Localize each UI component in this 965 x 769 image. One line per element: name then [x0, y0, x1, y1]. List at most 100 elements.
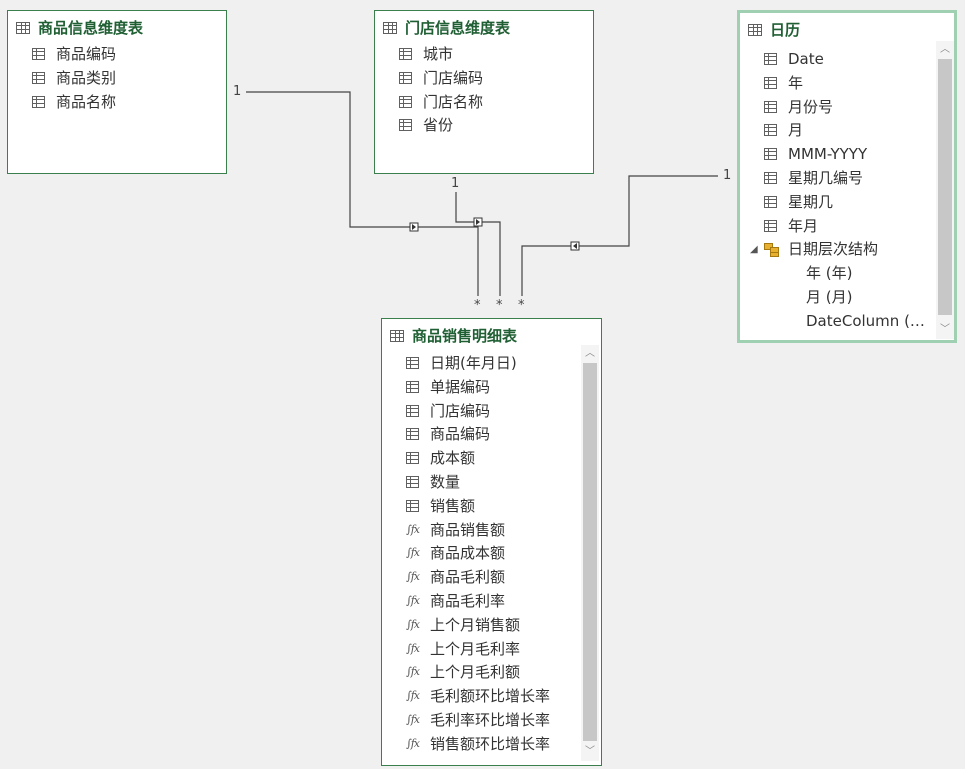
column-list-product: 商品编码 商品类别 商品名称: [32, 43, 116, 114]
table-icon: [383, 22, 397, 34]
calendar-scrollbar[interactable]: ︿ ﹀: [936, 41, 954, 339]
column-item[interactable]: 城市: [399, 43, 483, 67]
column-item[interactable]: 单据编码: [406, 376, 550, 400]
table-header-store[interactable]: 门店信息维度表: [383, 17, 510, 39]
measure-label: 商品毛利率: [430, 591, 506, 610]
measure-label: 商品毛利额: [430, 568, 506, 587]
column-list-calendar: Date 年 月份号 月 MMM-YYYY 星期几编号 星期几 年月 ◢ 日期层…: [750, 48, 925, 334]
column-label: 门店编码: [423, 68, 484, 87]
column-label: 月份号: [788, 97, 834, 116]
column-icon: [764, 100, 777, 113]
hierarchy-level-item[interactable]: 月 (月): [764, 286, 925, 310]
cardinality-many-product: *: [474, 298, 481, 313]
column-label: 城市: [423, 45, 454, 63]
column-item[interactable]: MMM-YYYY: [764, 143, 925, 167]
measure-label: 商品成本额: [430, 544, 506, 563]
column-item[interactable]: 成本额: [406, 447, 550, 471]
column-item[interactable]: 门店编码: [399, 67, 483, 91]
column-label: 销售额: [430, 496, 476, 515]
expand-triangle-icon[interactable]: ◢: [750, 244, 758, 256]
hierarchy-level-item[interactable]: DateColumn (…: [764, 310, 925, 334]
measure-item[interactable]: ∫fx 商品毛利额: [406, 566, 550, 590]
cardinality-many-calendar: *: [518, 298, 525, 313]
hierarchy-level-label: DateColumn (…: [806, 311, 925, 330]
sales-scrollbar[interactable]: ︿ ﹀: [581, 345, 599, 761]
column-icon: [406, 452, 419, 465]
measure-label: 毛利率环比增长率: [430, 710, 551, 729]
measure-item[interactable]: ∫fx 商品毛利率: [406, 590, 550, 614]
hierarchy-level-label: 年 (年): [806, 264, 853, 283]
table-header-product[interactable]: 商品信息维度表: [16, 17, 143, 39]
column-label: 商品名称: [56, 92, 117, 111]
column-item[interactable]: 星期几: [764, 191, 925, 215]
table-card-calendar[interactable]: 日历 Date 年 月份号 月 MMM-YYYY 星期几编号 星期几 年月 ◢ …: [737, 10, 957, 343]
column-icon: [32, 95, 45, 108]
measure-icon: ∫fx: [406, 689, 420, 703]
hierarchy-label: 日期层次结构: [788, 240, 879, 259]
hierarchy-item[interactable]: ◢ 日期层次结构: [750, 238, 925, 262]
table-card-store[interactable]: 门店信息维度表 城市 门店编码 门店名称 省份: [374, 10, 594, 174]
column-item[interactable]: 年: [764, 72, 925, 96]
column-item[interactable]: 商品编码: [406, 423, 550, 447]
column-item[interactable]: 星期几编号: [764, 167, 925, 191]
cardinality-one-store: 1: [451, 176, 460, 191]
table-card-sales[interactable]: 商品销售明细表 日期(年月日) 单据编码 门店编码 商品编码 成本额 数量 销售…: [381, 318, 602, 766]
measure-icon: ∫fx: [406, 617, 420, 631]
column-icon: [406, 357, 419, 369]
table-header-calendar[interactable]: 日历: [748, 19, 800, 41]
column-item[interactable]: 门店编码: [406, 400, 550, 424]
measure-icon: ∫fx: [406, 522, 420, 536]
column-label: 商品编码: [56, 45, 117, 63]
scroll-up-arrow-icon[interactable]: ︿: [940, 44, 950, 55]
column-label: 星期几编号: [788, 168, 864, 187]
column-icon: [764, 171, 777, 184]
column-item[interactable]: 月份号: [764, 96, 925, 120]
column-icon: [406, 475, 419, 488]
column-item[interactable]: 日期(年月日): [406, 352, 550, 376]
scroll-down-arrow-icon[interactable]: ﹀: [940, 324, 950, 335]
column-item[interactable]: 月: [764, 119, 925, 143]
column-icon: [764, 53, 777, 65]
table-card-product[interactable]: 商品信息维度表 商品编码 商品类别 商品名称: [7, 10, 227, 174]
column-item[interactable]: 商品名称: [32, 91, 116, 115]
column-label: 年月: [788, 216, 819, 235]
scroll-down-arrow-icon[interactable]: ﹀: [585, 746, 595, 757]
measure-item[interactable]: ∫fx 销售额环比增长率: [406, 733, 550, 757]
cardinality-many-store: *: [496, 298, 503, 313]
table-title-calendar: 日历: [770, 21, 801, 39]
measure-label: 上个月销售额: [430, 615, 521, 634]
column-item[interactable]: 门店名称: [399, 91, 483, 115]
scroll-thumb[interactable]: [583, 363, 597, 741]
measure-icon: ∫fx: [406, 593, 420, 607]
column-label: 星期几: [788, 192, 834, 211]
column-item[interactable]: 省份: [399, 114, 483, 138]
column-icon: [399, 48, 412, 60]
measure-icon: ∫fx: [406, 570, 420, 584]
scroll-thumb[interactable]: [938, 59, 952, 315]
measure-item[interactable]: ∫fx 上个月销售额: [406, 614, 550, 638]
column-icon: [764, 195, 777, 208]
column-icon: [764, 148, 777, 161]
column-item[interactable]: 年月: [764, 215, 925, 239]
scroll-up-arrow-icon[interactable]: ︿: [585, 348, 595, 359]
column-item[interactable]: 商品编码: [32, 43, 116, 67]
column-icon: [764, 219, 777, 232]
measure-icon: ∫fx: [406, 736, 420, 750]
measure-label: 销售额环比增长率: [430, 734, 551, 753]
column-item[interactable]: 数量: [406, 471, 550, 495]
hierarchy-level-item[interactable]: 年 (年): [764, 262, 925, 286]
column-item[interactable]: 销售额: [406, 495, 550, 519]
table-header-sales[interactable]: 商品销售明细表: [390, 325, 517, 347]
relationship-calendar-sales: [521, 175, 718, 296]
column-item[interactable]: 商品类别: [32, 67, 116, 91]
column-label: 月: [788, 121, 804, 140]
column-item[interactable]: Date: [764, 48, 925, 72]
hierarchy-level-label: 月 (月): [806, 287, 853, 306]
column-label: 成本额: [430, 449, 476, 468]
